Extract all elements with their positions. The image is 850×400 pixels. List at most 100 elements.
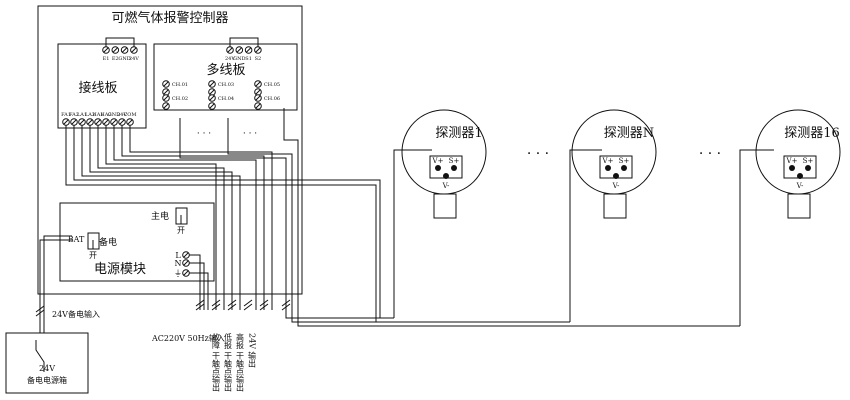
wiring-top-label-1: E2 [112,56,119,62]
wiring-bottom-screw-1-slot [71,119,77,125]
channel-screw-b-2-slot [209,89,215,95]
ac-input-label: AC220V 50Hz输入 [151,333,225,343]
multi-top-screw-1-slot [236,47,243,53]
power-module-box [59,202,215,282]
wiring-bottom-label-6: GND [108,112,120,118]
output-high-alarm: 高报 干触点输出 [236,332,245,393]
channel-label-0: CH.01 [172,82,188,88]
detector-1-base [433,193,457,219]
detector-n-splus: S+ [619,157,630,165]
wiring-bottom-screw-2-slot [79,119,85,125]
ellipsis-between-2: · · · [699,146,721,162]
main-power-switch-label: 开 [177,226,185,235]
multi-top-screw-0-slot [227,47,233,53]
wiring-bottom-label-3: LA2 [85,112,95,118]
wiring-bottom-screw-3-slot [87,119,93,125]
controller-box [37,5,303,295]
backup-power-label: 备电 [99,236,117,248]
wiring-bottom-screw-7-slot [119,119,125,125]
channel-label-3: CH.04 [218,96,234,102]
board-screws [62,46,262,277]
wiring-top-label-3: 24V [129,56,139,62]
channel-screw-b-0-slot [163,89,169,95]
wiring-top-screw-2-slot [121,47,128,53]
detector-n-base [603,193,627,219]
detector-16-vminus: V- [796,182,804,190]
multi-board-box [153,43,298,111]
wiring-board-label: 接线板 [78,80,117,96]
wiring-bottom-label-7: 24V [117,112,127,118]
detector-16-base [787,193,811,219]
ellipsis-between-1: · · · [527,146,549,162]
backup-input-label: 24V备电输入 [52,309,100,319]
channel-screw-5-slot [255,95,261,101]
detector-n-label: 探测器N [604,126,654,141]
cable-marks [35,299,291,317]
multi-board-ellipsis-1: · · · [197,129,211,139]
channel-screw-b-4-slot [255,89,261,95]
backup-box-line2: 备电电源箱 [27,375,67,385]
wiring-bottom-label-1: FA2 [69,112,79,118]
terminal-ground: ⏚ [174,269,182,278]
channel-label-2: CH.03 [218,82,234,88]
backup-box [5,332,89,394]
channel-label-1: CH.02 [172,96,188,102]
wiring-bottom-label-2: LA1 [77,112,87,118]
multi-top-label-2: S1 [245,56,252,62]
wiring-top-screw-0-slot [103,47,109,53]
backup-power-switch-label: 开 [89,251,97,260]
wiring-top-label-0: E1 [103,56,110,62]
output-24v: 24V 输出 [248,333,257,369]
channel-label-4: CH.05 [264,82,280,88]
channel-screw-b-3-slot [209,103,215,109]
multi-top-label-3: S2 [255,56,262,62]
wiring-bottom-screw-4-slot [95,119,101,125]
detector-16-splus: S+ [803,157,814,165]
power-L-screw-slot [183,252,189,258]
multi-board-ellipsis-2: · · · [243,129,257,139]
wiring-bottom-label-4: HA1 [92,112,103,118]
controller-title: 可燃气体报警控制器 [111,10,228,26]
output-low-alarm: 低报 干触点输出 [224,332,233,393]
main-power-label: 主电 [151,210,169,222]
output-fault: 故障 干触点输出 [212,332,221,393]
detector-16-vplus: V+ [786,157,798,165]
multi-top-label-1: GND [233,56,245,62]
bat-label: BAT [68,235,85,244]
wiring-bottom-screw-5-slot [103,119,109,125]
wiring-top-screw-3-slot [131,47,137,53]
power-ground-screw-slot [183,270,189,276]
detector-n-vplus: V+ [602,157,614,165]
wiring-bottom-screw-0-slot [63,119,69,125]
wiring-board-box [57,43,147,129]
wiring-bottom-screw-8-slot [127,119,133,125]
detector-1-splus: S+ [449,157,460,165]
detector-1-label: 探测器1 [435,126,482,141]
channel-screw-b-5-slot [255,103,261,109]
power-N-screw-slot [183,260,189,266]
terminal-L: L [175,251,181,260]
multi-top-screw-2-slot [245,47,252,53]
wiring-bottom-screw-6-slot [111,119,117,125]
wiring-top-label-2: GND [118,56,130,62]
multi-board-label: 多线板 [206,62,245,78]
channel-screw-2-slot [209,81,215,87]
channel-label-5: CH.06 [264,96,280,102]
wiring-top-screw-1-slot [112,47,119,53]
detector-n-vminus: V- [612,182,620,190]
detector-16-label: 探测器16 [784,126,840,141]
channel-screw-3-slot [209,95,215,101]
detector-1-vplus: V+ [432,157,444,165]
channel-screw-1-slot [163,95,169,101]
wiring-bottom-label-0: FA1 [61,112,71,118]
terminal-N: N [175,259,182,268]
backup-box-line1: 24V [39,364,55,373]
channel-screw-4-slot [255,81,261,87]
detector-screws [435,165,811,179]
power-module-label: 电源模块 [94,262,146,277]
channel-screw-b-1-slot [163,103,169,109]
multi-top-label-0: 24V [225,56,235,62]
